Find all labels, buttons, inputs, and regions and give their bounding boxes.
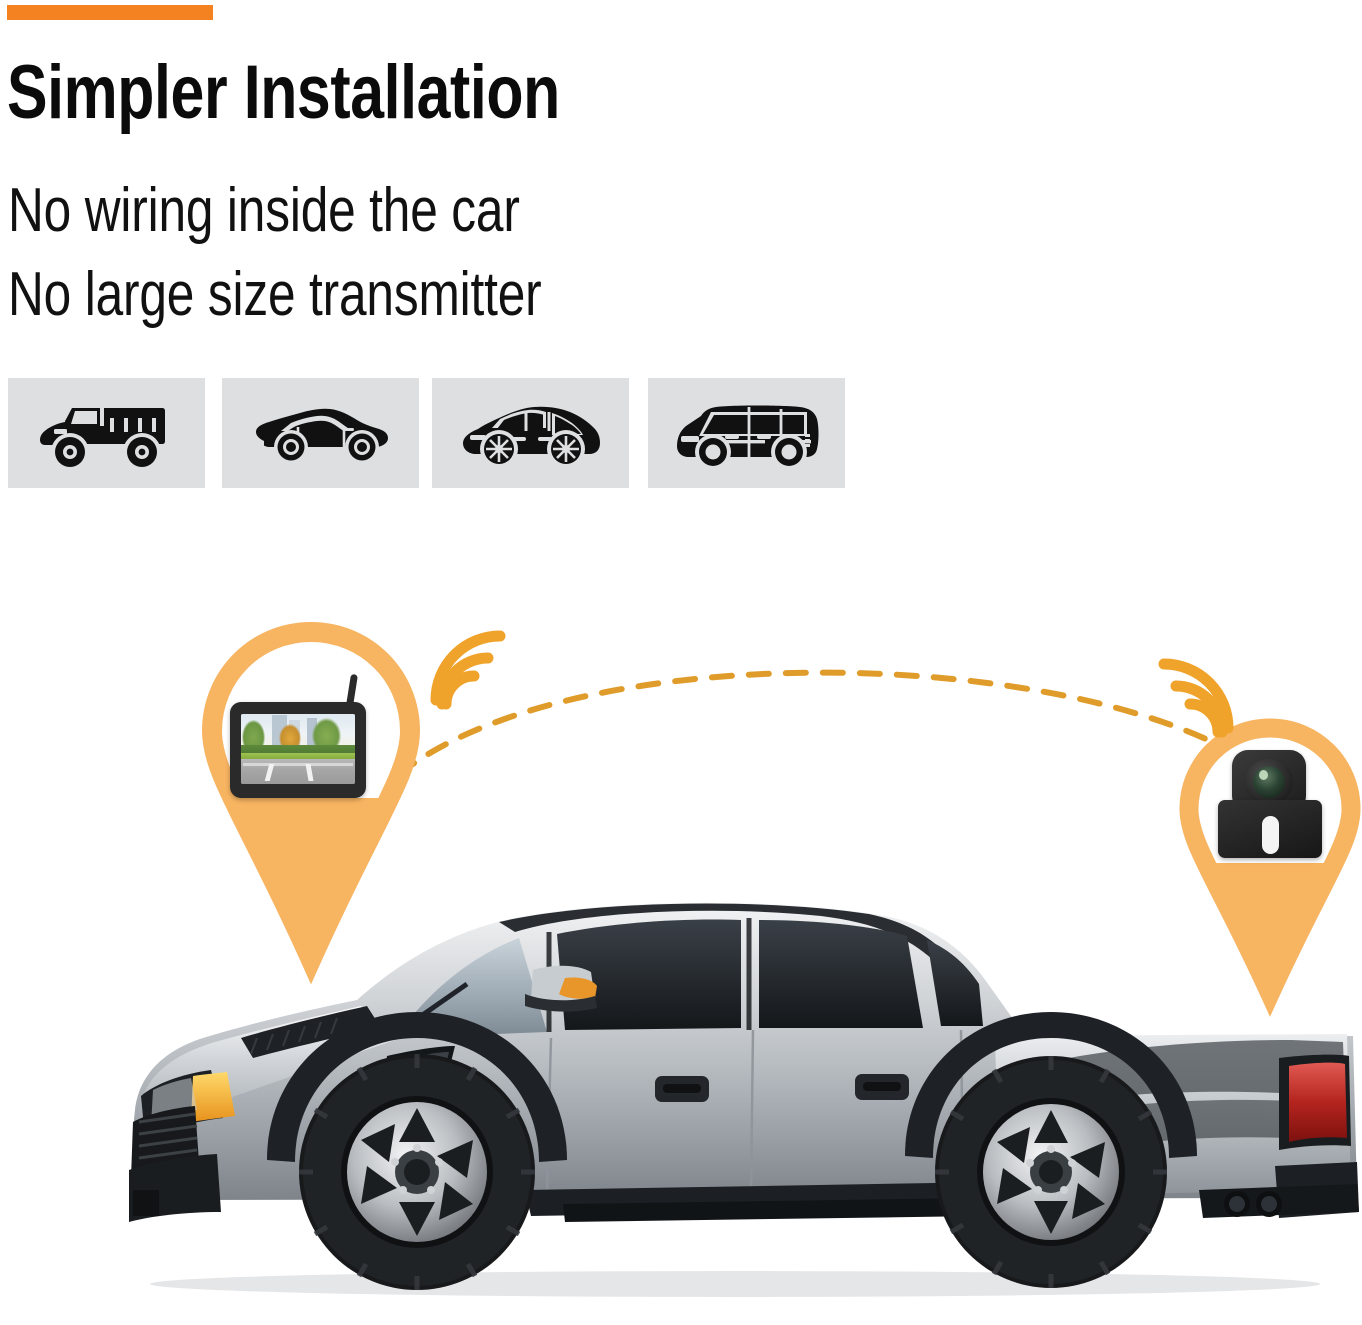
map-pin-monitor [201,621,421,985]
pickup-truck-icon [32,394,182,472]
page-title: Simpler Installation [7,50,560,135]
backup-camera [1218,750,1322,858]
monitor-screen [241,714,355,784]
camera-lens-glass [1253,766,1285,798]
accent-bar [7,5,213,20]
front-wheel [299,1054,535,1290]
map-pin-camera [1179,718,1361,1017]
vehicle-tile-van [648,378,845,488]
wifi-signal-icon [430,630,506,710]
vehicle-tile-suv [432,378,629,488]
wireless-monitor [230,673,366,798]
suv-icon [456,393,606,473]
wireless-link [395,669,1211,778]
camera-lens-highlight [1259,770,1268,780]
wireless-diagram [0,560,1362,1323]
rear-wheel [935,1056,1167,1288]
vehicle-tile-sports-car [222,378,419,488]
van-icon [671,392,823,474]
vehicle-tile-pickup-truck [8,378,205,488]
sports-car-icon [246,397,396,469]
subtitle-line-1: No wiring inside the car [8,176,520,245]
subtitle-line-2: No large size transmitter [8,260,542,329]
monitor-body [230,702,366,798]
pickup-truck-photo [95,860,1362,1320]
wifi-signal-icon [1158,658,1234,738]
camera-mount-slot [1262,816,1279,854]
